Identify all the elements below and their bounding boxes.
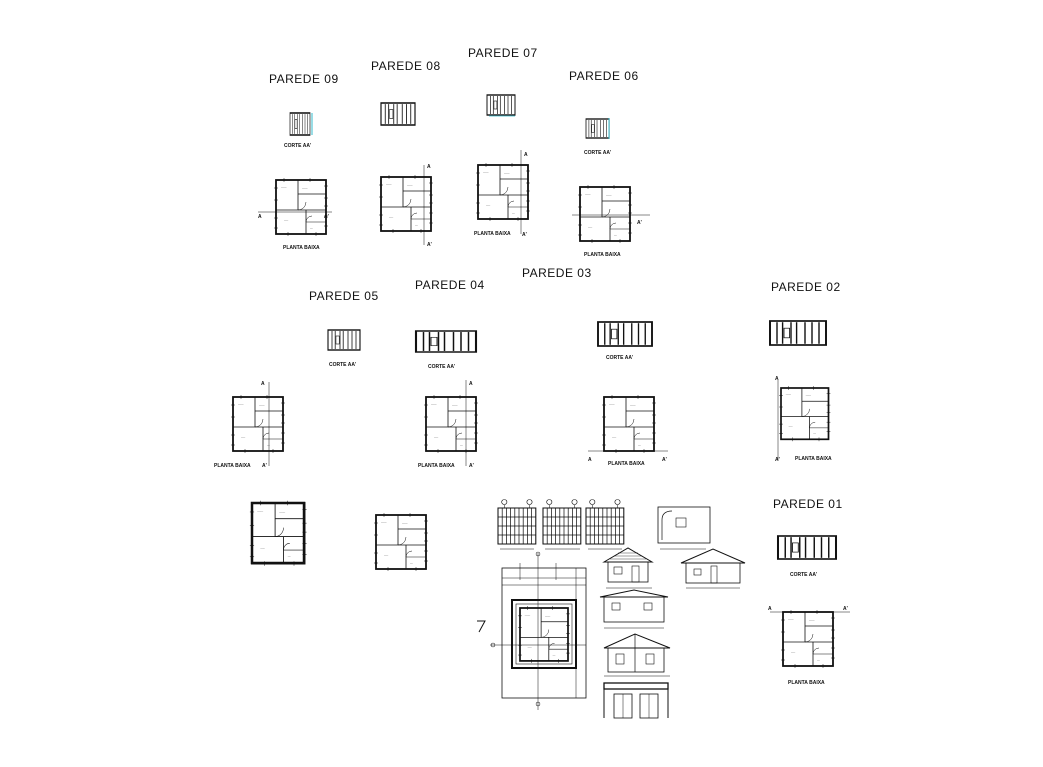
wall-section-08 <box>380 102 416 126</box>
section-mark-a-prime-05: A' <box>262 463 267 469</box>
plan-label-05: PLANTA BAIXA <box>214 463 251 469</box>
wall-section-05 <box>327 329 361 351</box>
section-mark-a-prime-03: A' <box>662 457 667 463</box>
section-mark-a-07: A <box>524 152 528 158</box>
site-plan <box>657 506 711 550</box>
floor-plan-09 <box>273 177 329 237</box>
front-elevation <box>602 547 654 589</box>
wall-section-09 <box>289 112 311 136</box>
section-mark-a-prime-09: A' <box>324 214 329 220</box>
plan-label-09: PLANTA BAIXA <box>283 245 320 251</box>
roof-framing-3 <box>585 498 625 545</box>
floor-plan-05 <box>230 394 286 454</box>
section-mark-a-03: A <box>588 457 592 463</box>
wall-section-02 <box>769 320 827 346</box>
section-mark-a-05: A <box>261 381 265 387</box>
section-mark-a-prime-02: A' <box>775 457 780 463</box>
floor-plan-06 <box>577 184 633 244</box>
wall-section-03 <box>597 321 653 347</box>
wall-section-07 <box>486 94 516 116</box>
wall-title-06: PAREDE 06 <box>569 69 639 83</box>
roof-framing-2 <box>542 498 582 545</box>
wall-title-09: PAREDE 09 <box>269 72 339 86</box>
floor-plan-extra <box>373 512 429 572</box>
floor-plan-03 <box>601 394 657 454</box>
wall-title-01: PAREDE 01 <box>773 497 843 511</box>
structural-plan-left <box>248 499 308 567</box>
plan-label-04: PLANTA BAIXA <box>418 463 455 469</box>
section-mark-a-prime-01: A' <box>843 606 848 612</box>
wall-section-04 <box>414 329 478 354</box>
plan-label-06: PLANTA BAIXA <box>584 252 621 258</box>
wall-title-08: PAREDE 08 <box>371 59 441 73</box>
section-label-06: CORTE AA' <box>584 150 611 156</box>
plan-label-03: PLANTA BAIXA <box>608 461 645 467</box>
wall-title-05: PAREDE 05 <box>309 289 379 303</box>
porch-detail <box>603 682 669 719</box>
wall-section-01 <box>776 534 838 561</box>
section-label-09: CORTE AA' <box>284 143 311 149</box>
rear-elevation <box>599 589 669 629</box>
section-mark-a-08: A <box>427 164 431 170</box>
section-mark-a-prime-08: A' <box>427 242 432 248</box>
section-mark-a-prime-07: A' <box>522 232 527 238</box>
floor-plan-08 <box>378 174 434 234</box>
plan-label-07: PLANTA BAIXA <box>474 231 511 237</box>
dimensioned-floor-plan <box>477 551 587 710</box>
wall-title-07: PAREDE 07 <box>468 46 538 60</box>
section-mark-a-01: A <box>768 606 772 612</box>
section-mark-a-09: A <box>258 214 262 220</box>
cross-section <box>603 633 671 677</box>
section-mark-a-prime-04: A' <box>469 463 474 469</box>
structural-plan-left-frame <box>250 501 306 565</box>
section-label-04: CORTE AA' <box>428 364 455 370</box>
section-label-05: CORTE AA' <box>329 362 356 368</box>
wall-title-02: PAREDE 02 <box>771 280 841 294</box>
section-mark-a-02: A <box>775 376 779 382</box>
floor-plan-04 <box>423 394 479 454</box>
plan-label-02: PLANTA BAIXA <box>795 456 832 462</box>
side-elevation <box>680 548 746 589</box>
roof-framing-1 <box>497 498 537 545</box>
wall-title-04: PAREDE 04 <box>415 278 485 292</box>
wall-section-06 <box>585 118 610 139</box>
floor-plan-07 <box>475 162 531 222</box>
floor-plan-02 <box>778 385 832 443</box>
wall-title-03: PAREDE 03 <box>522 266 592 280</box>
section-label-03: CORTE AA' <box>606 355 633 361</box>
plan-label-01: PLANTA BAIXA <box>788 680 825 686</box>
section-mark-a-prime-06: A' <box>637 220 642 226</box>
section-label-01: CORTE AA' <box>790 572 817 578</box>
floor-plan-01 <box>780 609 836 669</box>
section-mark-a-04: A <box>469 381 473 387</box>
